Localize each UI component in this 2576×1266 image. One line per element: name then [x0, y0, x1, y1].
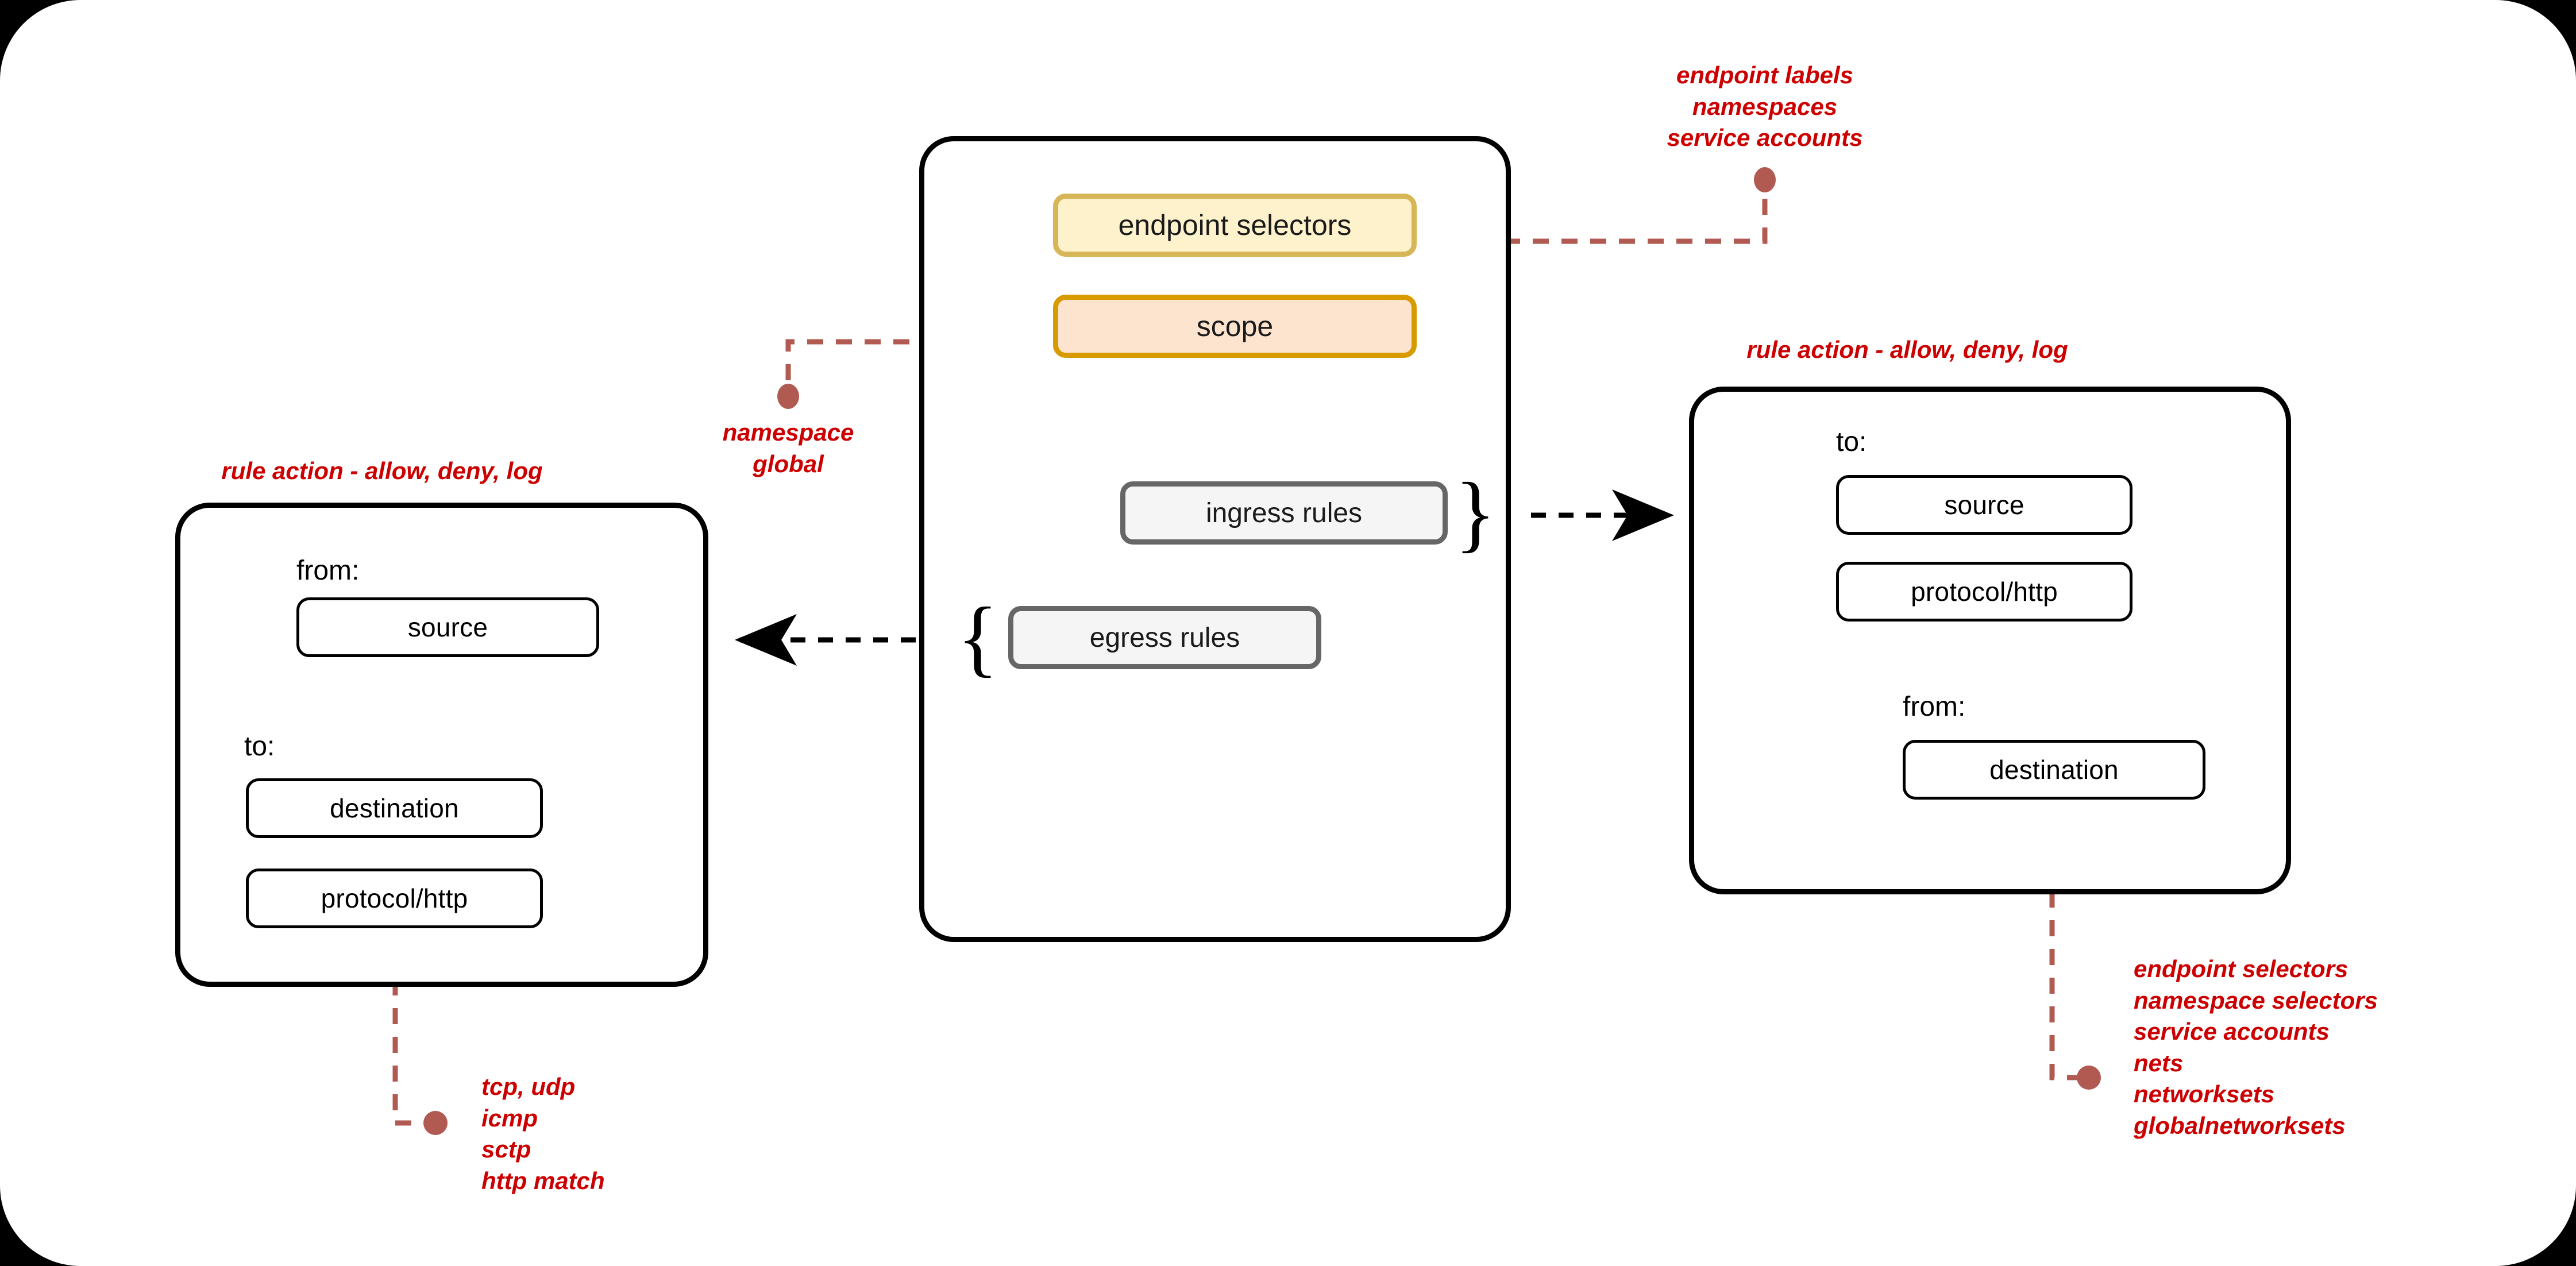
right-protocol-label: protocol/http [1911, 577, 2058, 607]
egress-rules-label: egress rules [1089, 622, 1240, 653]
right-to-label: to: [1836, 427, 1867, 457]
left-protocol-box[interactable]: protocol/http [246, 869, 543, 928]
ingress-rules-label: ingress rules [1205, 497, 1363, 528]
scope-note: namespace global [722, 419, 854, 477]
egress-rules-box[interactable]: egress rules [1008, 606, 1321, 669]
left-protocol-label: protocol/http [321, 883, 468, 913]
destination-note: endpoint selectors namespace selectors s… [2134, 955, 2378, 1139]
left-source-label: source [407, 612, 488, 642]
scope-label: scope [1196, 310, 1274, 342]
right-source-label: source [1944, 490, 2024, 520]
protocol-note: tcp, udp icmp sctp http match [481, 1073, 605, 1194]
brace-left-icon: { [957, 590, 998, 685]
right-source-box[interactable]: source [1836, 475, 2132, 535]
endpoint-selectors-label: endpoint selectors [1118, 209, 1352, 241]
right-protocol-box[interactable]: protocol/http [1836, 562, 2132, 622]
right-destination-box[interactable]: destination [1903, 740, 2205, 800]
left-rule-action-note: rule action - allow, deny, log [221, 457, 543, 484]
left-destination-label: destination [330, 793, 459, 823]
endpoint-selectors-note: endpoint labels namespaces service accou… [1667, 61, 1863, 152]
scope-box[interactable]: scope [1053, 295, 1417, 358]
ingress-rules-box[interactable]: ingress rules [1120, 481, 1448, 545]
endpoint-selectors-box[interactable]: endpoint selectors [1053, 194, 1417, 257]
ingress-detail-panel [1689, 387, 2291, 894]
right-from-label: from: [1903, 692, 1966, 722]
left-destination-box[interactable]: destination [246, 778, 543, 838]
left-to-label: to: [244, 731, 275, 762]
brace-right-icon: } [1455, 465, 1496, 561]
right-rule-action-note: rule action - allow, deny, log [1746, 336, 2068, 363]
left-source-box[interactable]: source [296, 597, 599, 657]
left-from-label: from: [296, 555, 360, 586]
right-destination-label: destination [1989, 755, 2119, 785]
